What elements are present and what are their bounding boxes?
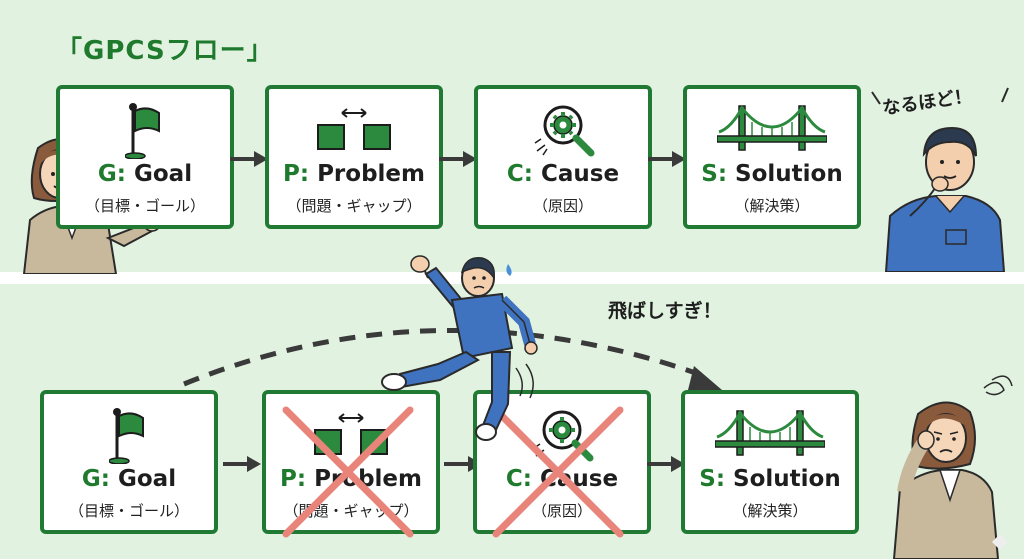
step-name: S: Solution — [701, 161, 843, 187]
magnifier-gear-icon — [478, 97, 648, 163]
step-name: P: Problem — [280, 466, 422, 492]
step-card-goal: G: Goal （目標・ゴール） — [56, 85, 234, 229]
step-subtitle: （解決策） — [732, 502, 808, 520]
realization-lines-icon — [871, 87, 1009, 105]
step-subtitle: （原因） — [531, 502, 592, 520]
diagram-title: 「GPCSフロー」 — [56, 36, 274, 66]
gap-icon — [269, 97, 439, 163]
step-subtitle: （目標・ゴール） — [68, 502, 189, 520]
step-card-solution: S: Solution （解決策） — [683, 85, 861, 229]
skip-arc-arrow — [183, 328, 722, 390]
step-card-problem: P: Problem （問題・ギャップ） — [265, 85, 443, 229]
flow-arrow-icon — [230, 151, 268, 167]
flow-arrow-icon — [647, 456, 685, 472]
jumping-man-figure — [381, 255, 538, 441]
man-thinking-figure — [884, 126, 1006, 272]
step-subtitle: （原因） — [532, 197, 593, 215]
flow-arrow-icon — [223, 456, 261, 472]
speech-tobashisugi: 飛ばしすぎ！ — [608, 300, 722, 322]
step-name: G: Goal — [81, 466, 177, 492]
flag-icon — [60, 97, 230, 163]
step-card-cause: C: Cause （原因） — [474, 85, 652, 229]
panel-divider — [0, 272, 1024, 284]
step-name: C: Cause — [505, 466, 619, 492]
step-card-goal: G: Goal （目標・ゴール） — [40, 390, 218, 534]
step-name: C: Cause — [506, 161, 620, 187]
step-card-solution: S: Solution （解決策） — [681, 390, 859, 534]
step-subtitle: （問題・ギャップ） — [283, 502, 419, 520]
worried-woman-figure — [892, 375, 1013, 559]
step-subtitle: （解決策） — [734, 197, 810, 215]
step-name: P: Problem — [283, 161, 425, 187]
flow-arrow-icon — [439, 151, 477, 167]
bridge-icon — [687, 97, 857, 163]
step-name: S: Solution — [699, 466, 841, 492]
step-subtitle: （目標・ゴール） — [84, 197, 205, 215]
flow-arrow-icon — [648, 151, 686, 167]
bridge-icon — [685, 402, 855, 468]
step-name: G: Goal — [97, 161, 193, 187]
step-subtitle: （問題・ギャップ） — [286, 197, 422, 215]
flag-icon — [44, 402, 214, 468]
